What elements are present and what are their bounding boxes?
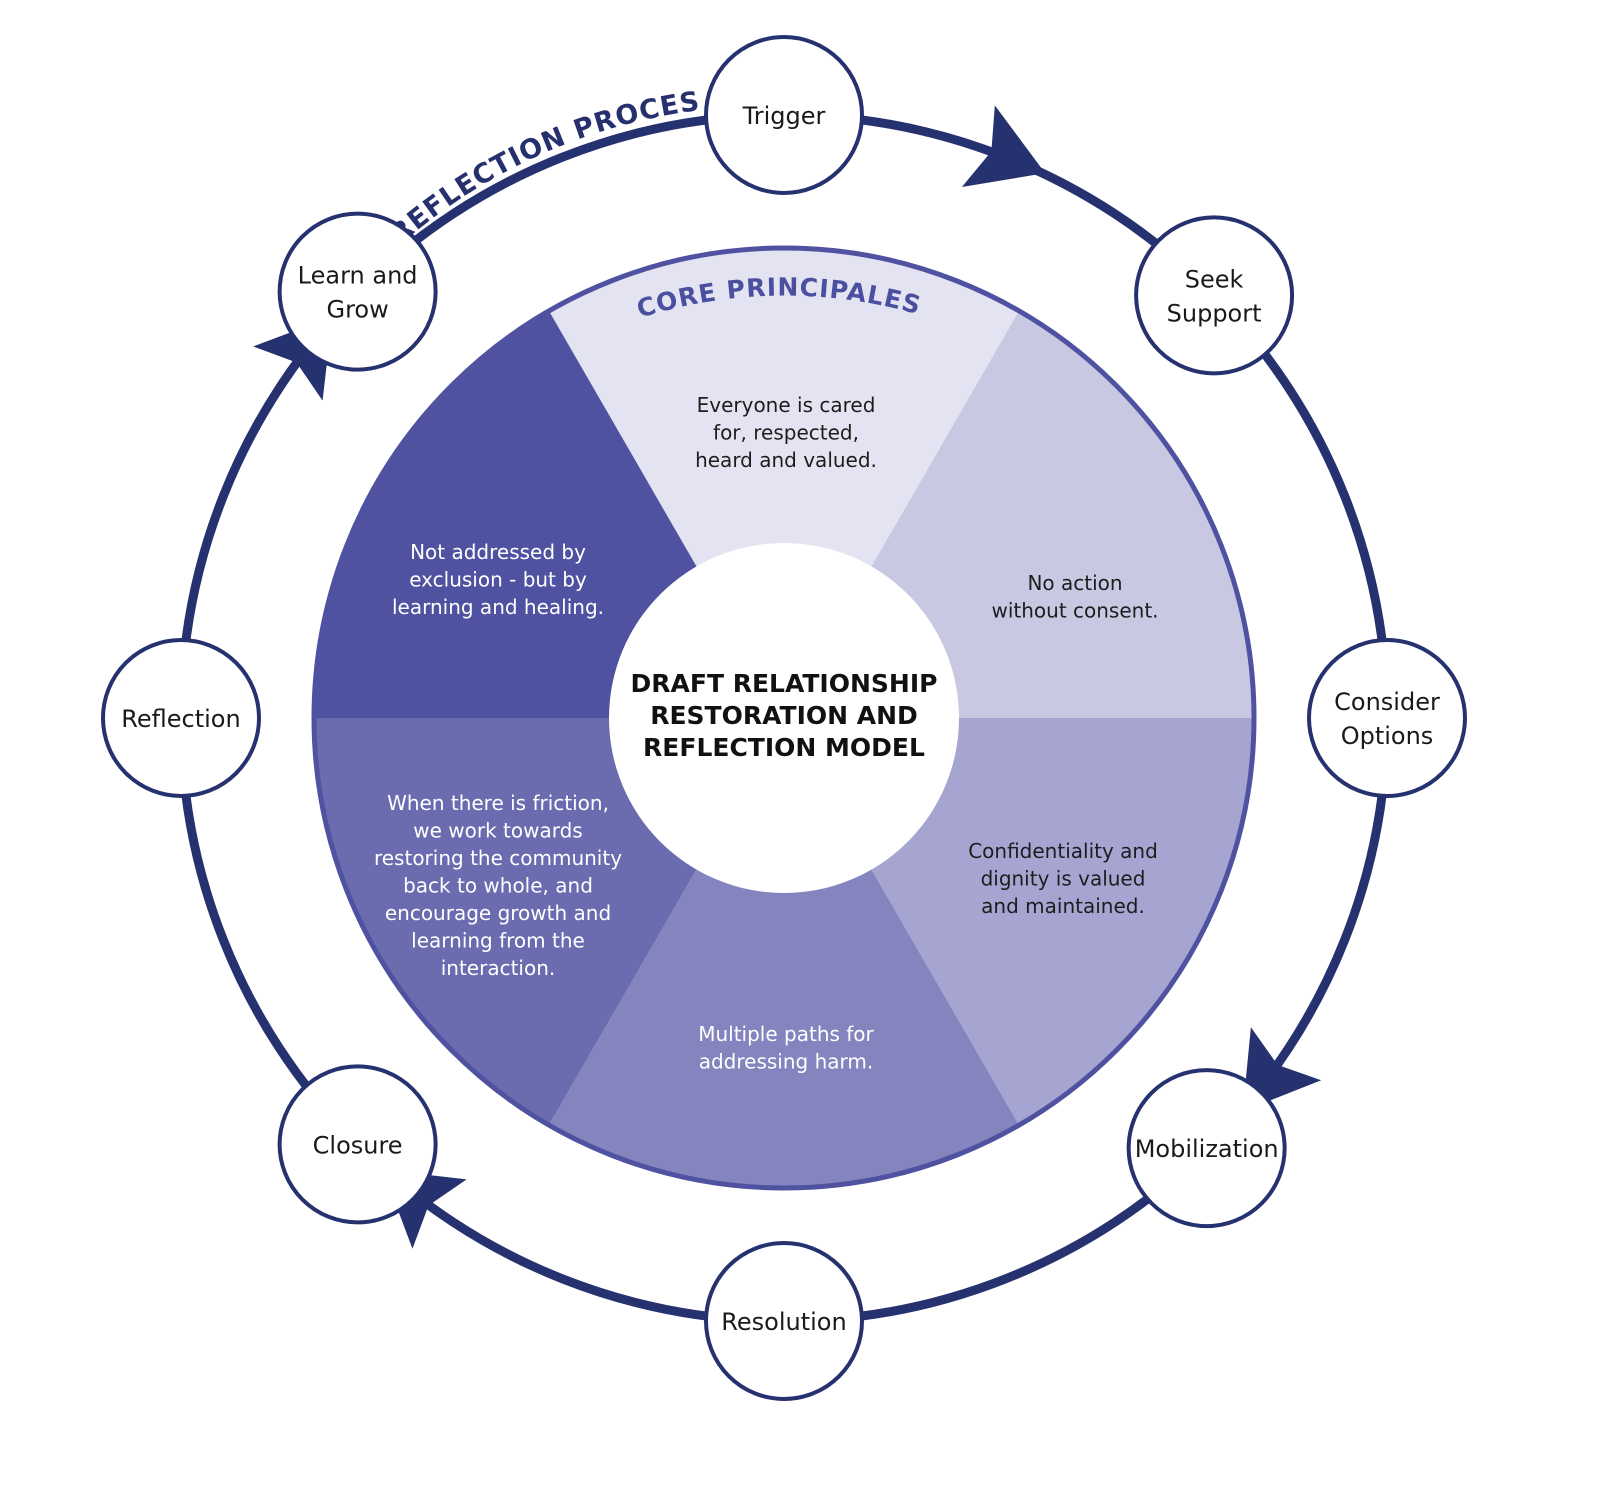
step-circle[interactable] xyxy=(1126,1068,1287,1229)
step-label: Closure xyxy=(313,1131,403,1159)
step-circle[interactable] xyxy=(1134,215,1295,376)
center-hub xyxy=(609,543,959,893)
step-label: Resolution xyxy=(721,1308,846,1336)
step-circle[interactable] xyxy=(1307,638,1467,798)
step-circle[interactable] xyxy=(704,1241,864,1401)
step-circle[interactable] xyxy=(704,35,864,195)
process-step-node[interactable]: Closure xyxy=(277,1064,438,1225)
step-label: Mobilization xyxy=(1135,1135,1279,1163)
step-label: Trigger xyxy=(742,102,826,130)
step-circle[interactable] xyxy=(101,638,261,798)
arrowhead-icon xyxy=(961,105,1046,187)
process-step-node[interactable]: Resolution xyxy=(704,1241,864,1401)
process-step-node[interactable]: Reflection xyxy=(101,638,261,798)
principle-sector xyxy=(549,247,1019,719)
arrowhead-icon xyxy=(1242,1027,1322,1112)
process-step-node[interactable]: Mobilization xyxy=(1126,1068,1287,1229)
process-step-node[interactable]: Trigger xyxy=(704,35,864,195)
step-label: Reflection xyxy=(121,705,240,733)
step-circle[interactable] xyxy=(277,211,438,372)
principle-sector xyxy=(549,718,1019,1188)
wheel-border xyxy=(311,245,1257,1191)
step-circle[interactable] xyxy=(277,1064,438,1225)
